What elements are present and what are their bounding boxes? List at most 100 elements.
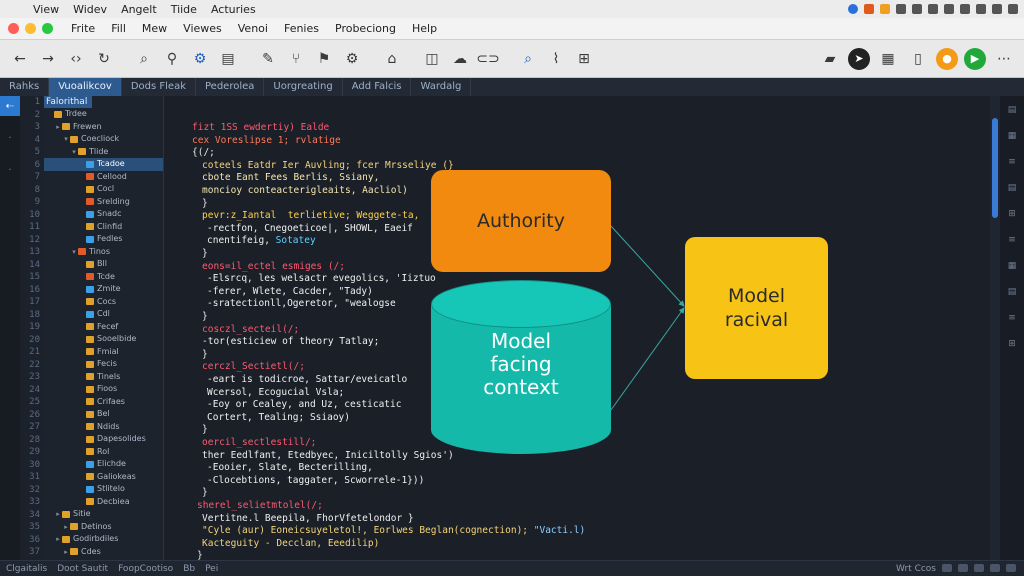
panel-icon[interactable]: ▦: [1007, 261, 1017, 271]
panel-icon[interactable]: ▤: [1007, 105, 1017, 115]
panel-icon[interactable]: ⊞: [1008, 209, 1016, 219]
status-icon[interactable]: [976, 4, 986, 14]
menu-view[interactable]: View: [33, 2, 60, 16]
file-tree-item[interactable]: Cocs: [44, 296, 163, 309]
file-tree-item[interactable]: Stlitelo: [44, 483, 163, 496]
file-tree-item[interactable]: ▸Cdes: [44, 546, 163, 559]
extensions-icon[interactable]: ⊞: [578, 50, 590, 67]
tab-dods-fleak[interactable]: Dods Fleak: [122, 78, 196, 96]
file-tree-item[interactable]: ▾Tinos: [44, 246, 163, 259]
file-tree-item[interactable]: Ndids: [44, 421, 163, 434]
terminal-icon[interactable]: ▤: [221, 50, 235, 67]
close-window-button[interactable]: [8, 23, 19, 34]
file-tree-item[interactable]: Srelding: [44, 196, 163, 209]
tab-pederolea[interactable]: Pederolea: [196, 78, 265, 96]
chevron-icon[interactable]: ▸: [56, 122, 60, 131]
menu-help[interactable]: Help: [412, 22, 438, 35]
chevron-icon[interactable]: ▾: [72, 247, 76, 256]
file-tree-item[interactable]: Fmial: [44, 346, 163, 359]
panel-icon[interactable]: ≡: [1008, 313, 1016, 323]
status-icon[interactable]: [990, 563, 1000, 572]
menu-fenies[interactable]: Fenies: [283, 22, 319, 35]
debug-icon[interactable]: ⚙: [193, 50, 207, 67]
gear-icon[interactable]: ⚙: [345, 50, 359, 67]
back-arrow-icon[interactable]: ←: [14, 50, 26, 67]
run-icon[interactable]: ⚑: [317, 50, 331, 67]
menu-frite[interactable]: Frite: [71, 22, 96, 35]
file-icon[interactable]: ▯: [914, 50, 922, 67]
file-tree-item[interactable]: Fioos: [44, 383, 163, 396]
file-tree-item[interactable]: Zmite: [44, 283, 163, 296]
status-icon[interactable]: [1008, 4, 1018, 14]
explorer-breadcrumb[interactable]: Falorithal: [44, 96, 92, 108]
chevron-icon[interactable]: ▾: [72, 147, 76, 156]
status-icon[interactable]: [992, 4, 1002, 14]
menu-viewes[interactable]: Viewes: [183, 22, 222, 35]
panel-icon[interactable]: ▤: [1007, 287, 1017, 297]
forward-arrow-icon[interactable]: →: [42, 50, 54, 67]
status-icon[interactable]: [944, 4, 954, 14]
minimize-window-button[interactable]: [25, 23, 36, 34]
file-tree-item[interactable]: Fecis: [44, 358, 163, 371]
link-icon[interactable]: ⊂⊃: [476, 50, 500, 67]
file-tree-item[interactable]: ▸Frewen: [44, 121, 163, 134]
folder-icon[interactable]: ▰: [824, 50, 836, 67]
tab-uorgreating[interactable]: Uorgreating: [264, 78, 343, 96]
menu-angelt[interactable]: Angelt: [121, 2, 157, 16]
refresh-icon[interactable]: ↻: [98, 50, 110, 67]
file-tree-item[interactable]: Rol: [44, 446, 163, 459]
menu-fill[interactable]: Fill: [111, 22, 126, 35]
file-tree-item[interactable]: Snadc: [44, 208, 163, 221]
search-replace-icon[interactable]: ⚲: [166, 50, 178, 67]
code-nav-icon[interactable]: ‹›: [70, 50, 82, 67]
chevron-icon[interactable]: ▾: [64, 135, 68, 143]
file-tree-item[interactable]: Galiokeas: [44, 471, 163, 484]
file-tree-item[interactable]: Decbiea: [44, 496, 163, 509]
editor-scrollbar[interactable]: [990, 96, 1000, 560]
status-icon[interactable]: [942, 563, 952, 572]
file-tree-item[interactable]: Trdee: [44, 108, 163, 121]
status-icon[interactable]: [848, 4, 858, 14]
status-icon[interactable]: [896, 4, 906, 14]
status-icon[interactable]: [1006, 563, 1016, 572]
panel-icon[interactable]: ▦: [1007, 131, 1017, 141]
menu-widev[interactable]: Widev: [73, 2, 108, 16]
status-item[interactable]: Pei: [205, 563, 219, 574]
tab-vuoalikcov[interactable]: Vuoalikcov: [49, 78, 122, 96]
file-tree-item[interactable]: Tinels: [44, 371, 163, 384]
file-tree-item[interactable]: Clinfid: [44, 221, 163, 234]
file-tree-item[interactable]: Bel: [44, 408, 163, 421]
file-tree-item[interactable]: Cellood: [44, 171, 163, 184]
panel-icon[interactable]: ▤: [1007, 183, 1017, 193]
branch-icon[interactable]: ⑂: [291, 50, 301, 67]
chevron-icon[interactable]: ▸: [56, 535, 60, 543]
scrollbar-thumb[interactable]: [992, 118, 998, 218]
split-editor-icon[interactable]: ◫: [425, 50, 439, 67]
file-tree-item[interactable]: Bll: [44, 258, 163, 271]
file-tree-item[interactable]: Cdl: [44, 308, 163, 321]
status-item[interactable]: Doot Sautit: [57, 563, 109, 574]
status-icon[interactable]: [928, 4, 938, 14]
search-icon[interactable]: ⌕: [140, 50, 148, 67]
chevron-icon[interactable]: ▸: [56, 510, 60, 518]
menu-acturies[interactable]: Acturies: [210, 2, 256, 16]
file-tree-item[interactable]: Sooelbide: [44, 333, 163, 346]
tab-add-falcis[interactable]: Add Falcis: [343, 78, 412, 96]
status-icon[interactable]: [880, 4, 890, 14]
file-tree-item[interactable]: Dapesolides: [44, 433, 163, 446]
file-tree-item[interactable]: ▸Godirbdiles: [44, 533, 163, 546]
file-tree-item[interactable]: ▾Coecliock: [44, 133, 163, 146]
cloud-icon[interactable]: ☁: [453, 50, 467, 67]
file-tree-item[interactable]: Elichde: [44, 458, 163, 471]
navigate-icon[interactable]: ➤: [848, 47, 870, 70]
home-icon[interactable]: ⌂: [387, 50, 397, 67]
tab-wardalg[interactable]: Wardalg: [411, 78, 472, 96]
menu-probeciong[interactable]: Probeciong: [335, 22, 396, 35]
file-tree-item[interactable]: Tcde: [44, 271, 163, 284]
file-tree-item[interactable]: Fecef: [44, 321, 163, 334]
activity-icon[interactable]: ·: [8, 132, 12, 144]
menu-tiide[interactable]: Tiide: [170, 2, 197, 16]
pencil-icon[interactable]: ✎: [262, 50, 274, 67]
panel-icon[interactable]: ≡: [1008, 157, 1016, 167]
play-icon[interactable]: ▶: [964, 47, 986, 70]
